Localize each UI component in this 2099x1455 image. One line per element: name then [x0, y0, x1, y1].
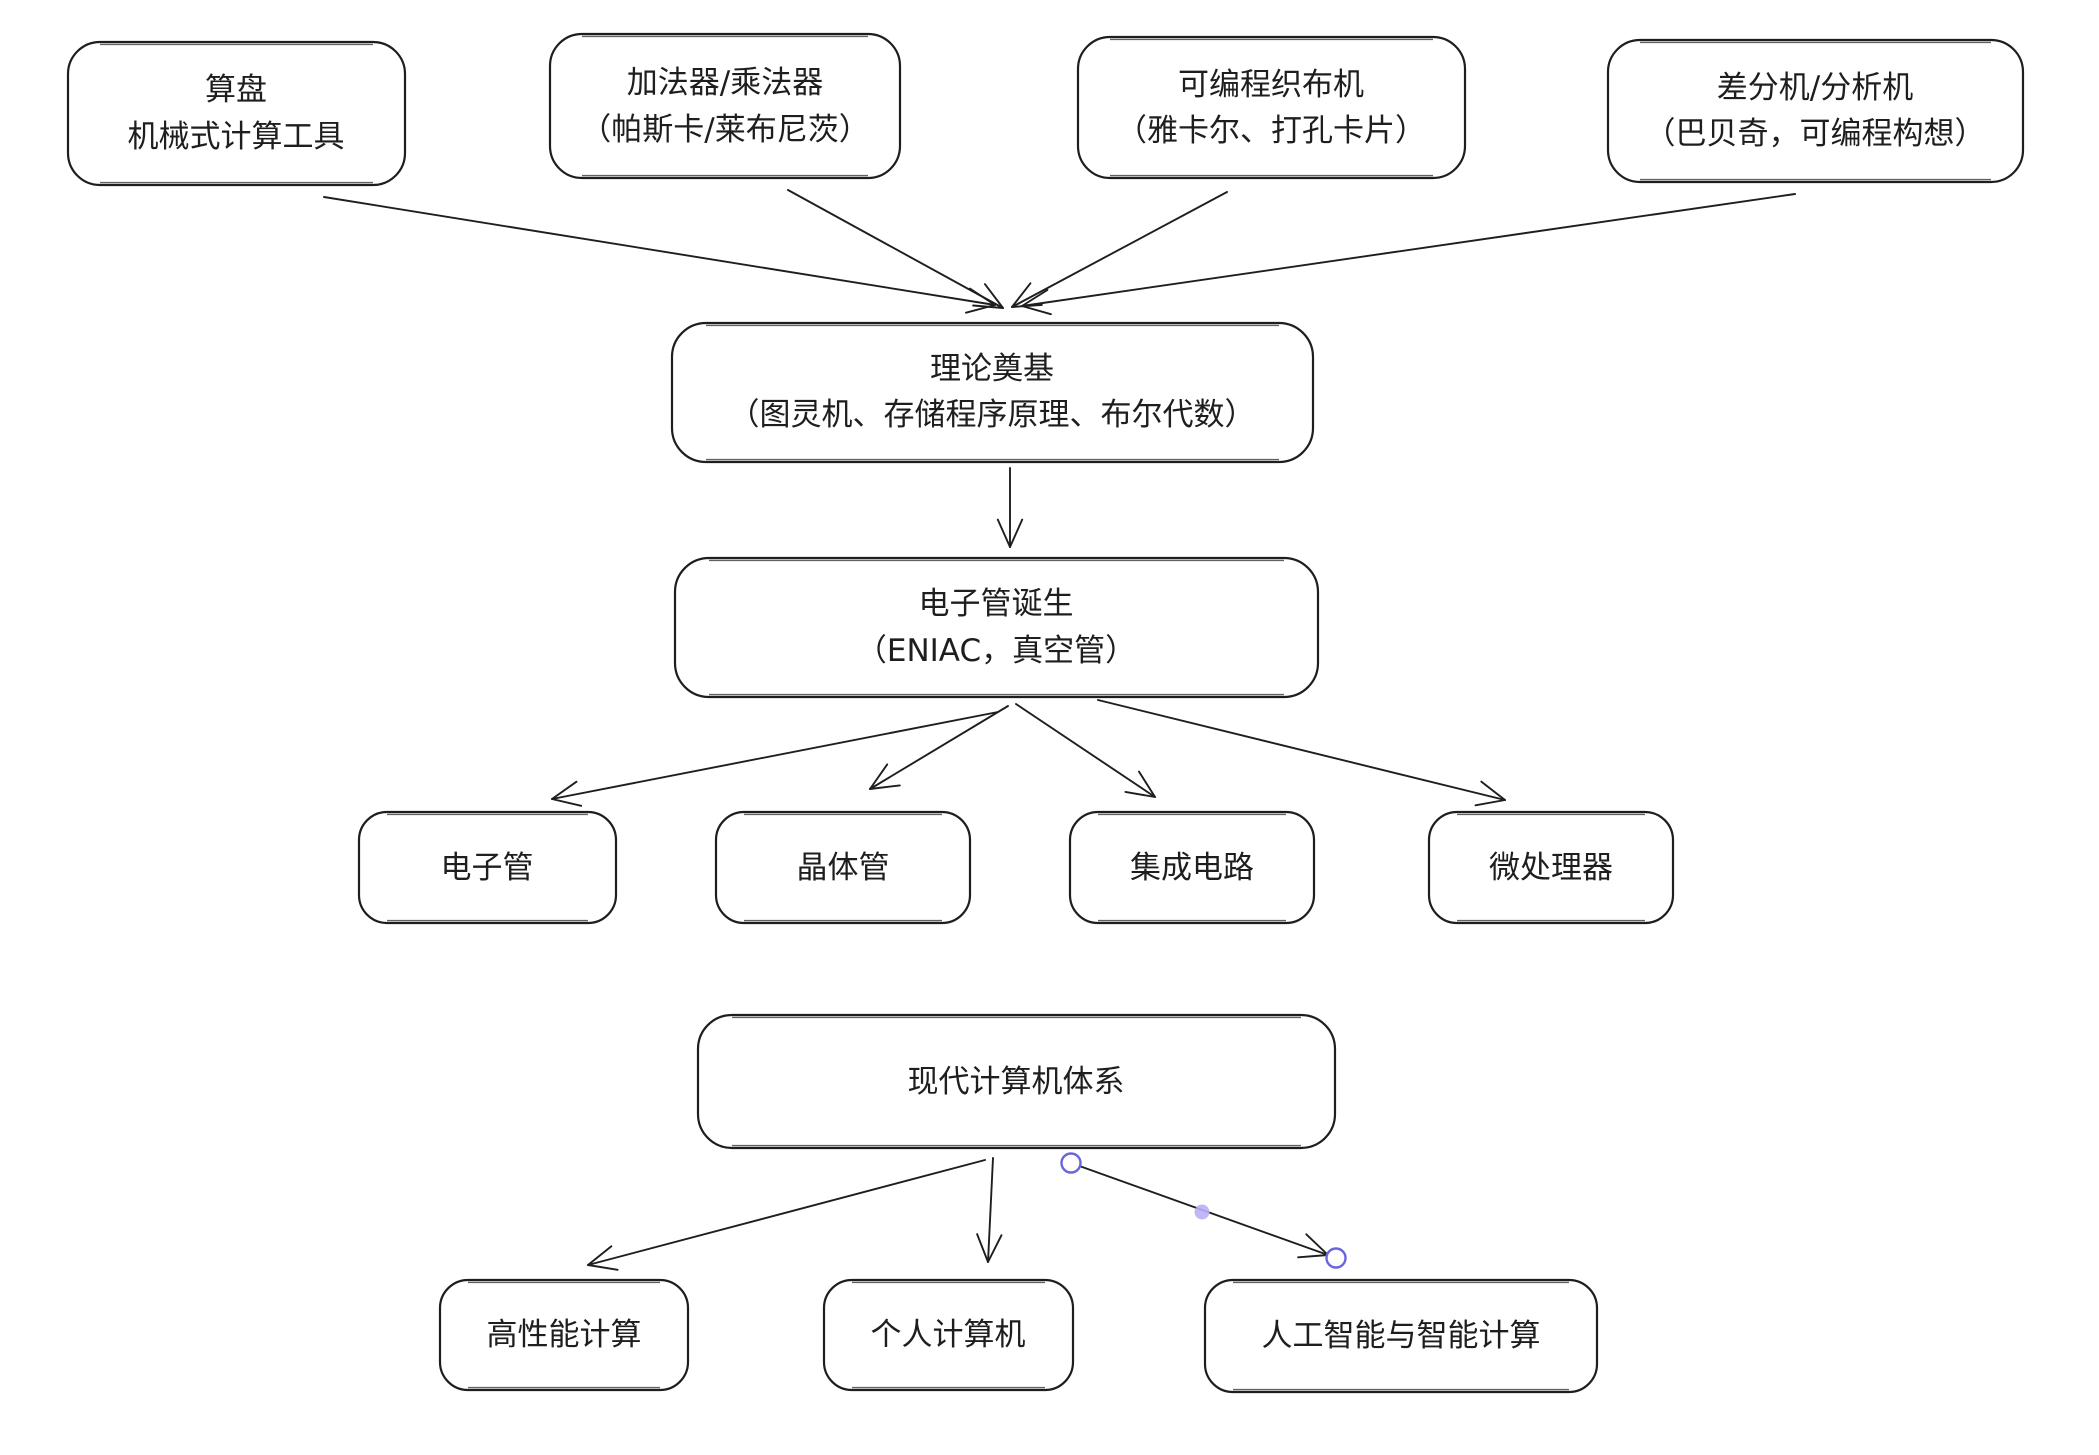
node-loom: 可编程织布机 （雅卡尔、打孔卡片）: [1076, 35, 1467, 180]
node-microprocessor-label: 微处理器: [1489, 850, 1613, 886]
node-abacus-shape[interactable]: [66, 40, 407, 187]
node-theory-label-line2: （图灵机、存储程序原理、布尔代数）: [729, 397, 1256, 433]
arrowhead: [869, 763, 889, 790]
node-microprocessor-shape[interactable]: [1427, 810, 1675, 925]
node-loom-label-line2: （雅卡尔、打孔卡片）: [1116, 113, 1426, 149]
edge-birth-microprocessor[interactable]: [1097, 699, 1506, 801]
node-vacuum-tube-birth-label-line2: （ENIAC，真空管）: [856, 633, 1136, 669]
arrowhead: [551, 780, 578, 800]
arrowhead: [869, 784, 901, 790]
node-vacuum-tube-birth-shape[interactable]: [673, 556, 1320, 699]
arrowhead: [551, 798, 583, 807]
node-integrated-circuit-shape[interactable]: [1068, 810, 1316, 925]
edge-loom-theory[interactable]: [1011, 191, 1228, 308]
arrow-midpoint-handle[interactable]: [1194, 1204, 1210, 1220]
node-difference-engine: 差分机/分析机 （巴贝奇，可编程构想）: [1606, 38, 2025, 184]
node-vacuum-tube-label: 电子管: [441, 850, 534, 886]
node-ai: 人工智能与智能计算: [1203, 1278, 1599, 1394]
node-vacuum-tube-shape[interactable]: [357, 810, 618, 925]
edge-birth-vacuum-tube[interactable]: [551, 711, 999, 800]
edge-birth-integrated-circuit[interactable]: [1015, 703, 1156, 798]
arrowhead: [1480, 780, 1506, 801]
arrow-end-endpoint-handle[interactable]: [1325, 1247, 1347, 1269]
arrowhead: [587, 1245, 613, 1266]
node-loom-label-line1: 可编程织布机: [1178, 67, 1364, 103]
node-theory: 理论奠基 （图灵机、存储程序原理、布尔代数）: [670, 321, 1315, 464]
arrowhead: [1021, 305, 1052, 316]
node-transistor-shape[interactable]: [714, 810, 972, 925]
node-adder-label-line1: 加法器/乘法器: [627, 65, 823, 101]
arrowhead: [1305, 1233, 1329, 1256]
node-modern-computer: 现代计算机体系: [696, 1013, 1337, 1150]
arrowhead: [987, 1234, 1003, 1263]
node-ai-label: 人工智能与智能计算: [1262, 1318, 1541, 1354]
node-modern-computer-label: 现代计算机体系: [908, 1064, 1125, 1100]
node-modern-computer-shape[interactable]: [696, 1013, 1337, 1150]
edge-difference-engine-theory[interactable]: [1021, 193, 1796, 307]
node-vacuum-tube: 电子管: [357, 810, 618, 925]
node-transistor-label: 晶体管: [797, 850, 890, 886]
node-vacuum-tube-birth-label-line1: 电子管诞生: [919, 586, 1074, 622]
node-ai-shape[interactable]: [1203, 1278, 1599, 1394]
node-hpc-label: 高性能计算: [487, 1317, 642, 1353]
node-transistor: 晶体管: [714, 810, 972, 925]
arrowhead: [1297, 1254, 1329, 1259]
node-adder-shape[interactable]: [548, 32, 902, 180]
node-adder-label-line2: （帕斯卡/莱布尼茨）: [580, 112, 869, 148]
node-abacus: 算盘 机械式计算工具: [66, 40, 407, 187]
node-integrated-circuit: 集成电路: [1068, 810, 1316, 925]
arrowhead: [1009, 518, 1024, 548]
node-abacus-label-line2: 机械式计算工具: [128, 119, 345, 155]
arrowhead: [972, 304, 1004, 309]
arrowhead: [1021, 289, 1049, 307]
edge-birth-transistor[interactable]: [869, 705, 1009, 790]
node-theory-label-line1: 理论奠基: [930, 351, 1054, 387]
arrowhead: [976, 1233, 989, 1263]
node-integrated-circuit-label: 集成电路: [1130, 850, 1254, 886]
arrowhead: [1011, 282, 1032, 308]
node-loom-shape[interactable]: [1076, 35, 1467, 180]
arrowhead: [587, 1264, 619, 1271]
selected-arrow-handles: [1060, 1152, 1347, 1269]
node-abacus-label-line1: 算盘: [205, 72, 267, 108]
node-difference-engine-label-line1: 差分机/分析机: [1717, 70, 1913, 106]
arrowhead: [983, 283, 1004, 309]
node-theory-shape[interactable]: [670, 321, 1315, 464]
node-difference-engine-shape[interactable]: [1606, 38, 2025, 184]
node-pc: 个人计算机: [822, 1278, 1075, 1392]
node-hpc-shape[interactable]: [438, 1278, 690, 1392]
arrowhead: [996, 518, 1011, 548]
arrowhead: [1138, 770, 1156, 798]
arrowhead: [1474, 799, 1506, 807]
edge-modern-hpc[interactable]: [587, 1159, 986, 1266]
node-adder: 加法器/乘法器 （帕斯卡/莱布尼茨）: [548, 32, 902, 180]
edge-abacus-theory[interactable]: [323, 196, 996, 306]
node-difference-engine-label-line2: （巴贝奇，可编程构想）: [1645, 116, 1986, 152]
node-vacuum-tube-birth: 电子管诞生 （ENIAC，真空管）: [673, 556, 1320, 699]
arrowhead: [1124, 790, 1156, 798]
node-microprocessor: 微处理器: [1427, 810, 1675, 925]
node-pc-shape[interactable]: [822, 1278, 1075, 1392]
node-hpc: 高性能计算: [438, 1278, 690, 1392]
arrow-start-endpoint-handle[interactable]: [1060, 1152, 1082, 1174]
edge-modern-pc[interactable]: [987, 1157, 994, 1263]
edge-adder-theory[interactable]: [787, 189, 1004, 309]
node-pc-label: 个人计算机: [871, 1317, 1026, 1353]
